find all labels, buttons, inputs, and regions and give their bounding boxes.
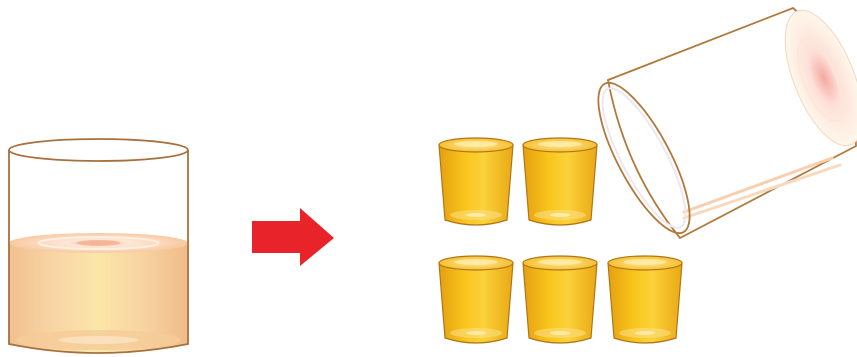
beaker xyxy=(9,139,188,353)
arrow-right-icon xyxy=(252,208,334,266)
cup-bottom-2 xyxy=(523,256,597,343)
cup-top-1 xyxy=(439,138,513,225)
cup-top-2 xyxy=(523,138,597,225)
cup-bottom-1 xyxy=(439,256,513,343)
tilted-beaker xyxy=(582,0,857,244)
cup-bottom-3 xyxy=(608,256,682,343)
